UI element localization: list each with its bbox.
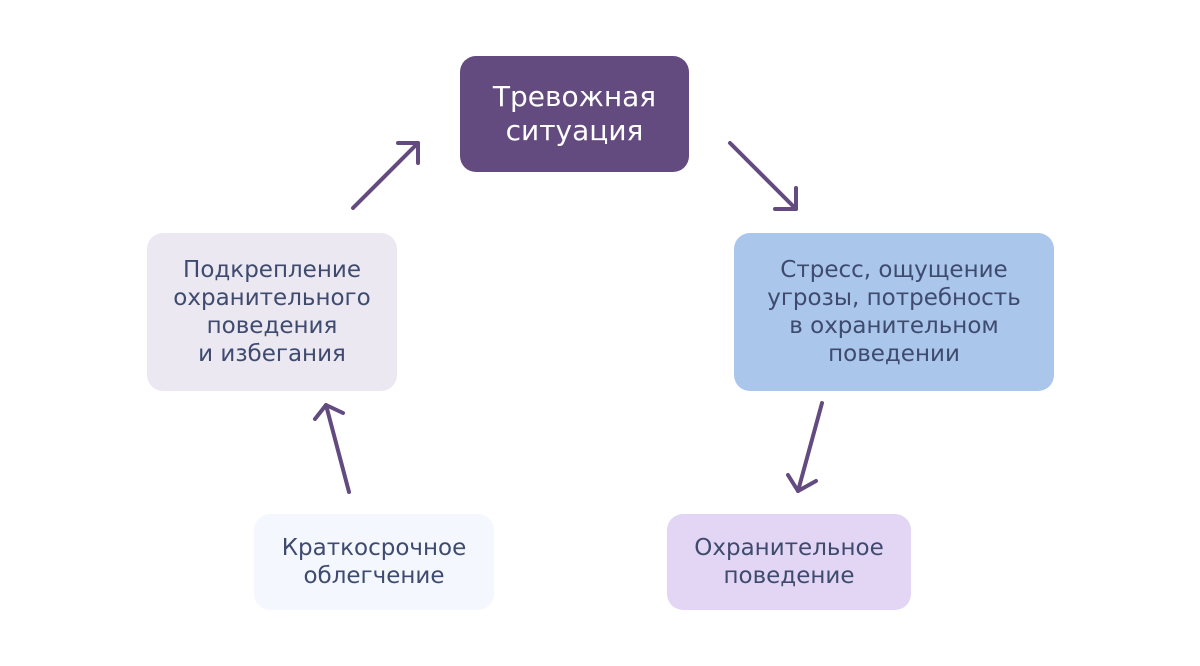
node-label: Краткосрочное облегчение [281,534,467,589]
node-label: Стресс, ощущение угрозы, потребность в о… [767,256,1021,368]
node-label: Тревожная ситуация [492,79,657,147]
node-label: Подкрепление охранительного поведения и … [173,256,371,368]
node-safety-behavior: Охранительное поведение [667,514,911,610]
node-anxious-situation: Тревожная ситуация [460,56,689,172]
arrow-situation-to-stress [728,141,798,211]
arrow-reinforcement-to-situation [351,141,420,210]
node-reinforcement: Подкрепление охранительного поведения и … [147,233,397,391]
arrow-stress-to-behavior [786,401,824,493]
node-short-term-relief: Краткосрочное облегчение [254,514,494,610]
node-stress-threat: Стресс, ощущение угрозы, потребность в о… [734,233,1054,391]
node-label: Охранительное поведение [694,534,884,589]
arrow-relief-to-reinforcement [313,403,351,494]
